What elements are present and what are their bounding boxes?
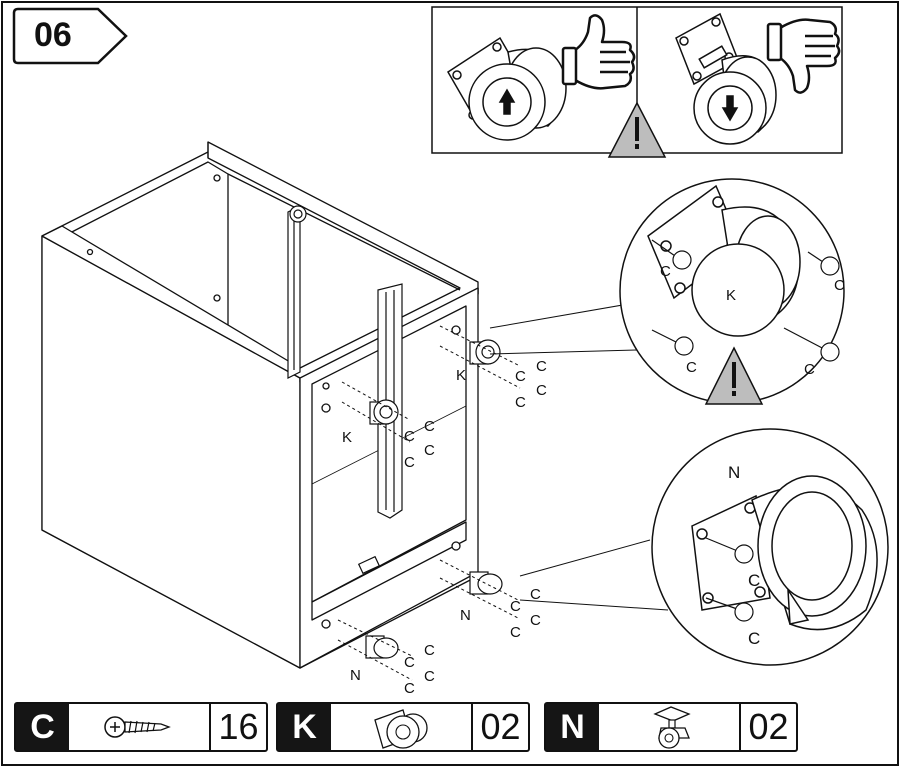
screw-icon [705, 537, 754, 622]
warning-icon [704, 346, 764, 405]
label-c: C [404, 454, 415, 471]
screw-icon [651, 239, 840, 362]
correct-caster-icon [446, 36, 567, 141]
zoom-detail-k [619, 178, 845, 405]
label-c: C [510, 598, 521, 615]
label-c: C [404, 680, 415, 697]
step-badge [12, 7, 128, 65]
label-c: C [510, 624, 521, 641]
cabinet-carcass [41, 141, 479, 669]
label-c: C [424, 442, 435, 459]
label-c: C [660, 263, 671, 280]
part-row-k: K 02 [276, 702, 530, 752]
part-quantity: 02 [471, 704, 528, 750]
label-c: C [530, 586, 541, 603]
label-c: C [536, 358, 547, 375]
caster-n-right [469, 571, 503, 595]
label-c: C [748, 629, 760, 648]
label-c: C [834, 277, 845, 294]
label-n-right: N [460, 607, 471, 624]
label-c: C [804, 361, 815, 378]
label-k-upper: K [456, 367, 466, 384]
part-letter: N [546, 704, 600, 750]
label-c: C [424, 642, 435, 659]
label-n-left: N [350, 667, 361, 684]
incorrect-caster-icon [675, 12, 777, 145]
thumbs-up-icon [561, 14, 636, 90]
zoom-label-k: K [726, 287, 736, 304]
zoom-detail-n [651, 428, 889, 666]
label-c: C [404, 428, 415, 445]
part-letter: C [16, 704, 70, 750]
label-c: C [686, 359, 697, 376]
label-c: C [424, 418, 435, 435]
part-quantity: 16 [209, 704, 266, 750]
caster-k-lower [369, 399, 399, 425]
thumbs-down-icon [766, 18, 841, 94]
step-number: 06 [34, 15, 72, 54]
bracket-icon [357, 555, 381, 575]
label-k-lower: K [342, 429, 352, 446]
screw-icon [69, 704, 209, 750]
swivel-caster-icon [599, 704, 739, 750]
label-c: C [536, 382, 547, 399]
fixed-caster-icon [331, 704, 471, 750]
part-row-c: C 16 [14, 702, 268, 752]
label-c: C [515, 368, 526, 385]
part-letter: K [278, 704, 332, 750]
label-c: C [748, 571, 760, 590]
label-c: C [515, 394, 526, 411]
label-c: C [404, 654, 415, 671]
callout-leader-lines [489, 301, 669, 611]
drawer-runner-rear [287, 205, 307, 379]
screw-guide-lines [337, 325, 521, 681]
label-c: C [424, 668, 435, 685]
part-row-n: N 02 [544, 702, 798, 752]
caster-k-upper [469, 339, 501, 365]
caster-n-left [365, 635, 399, 659]
label-c: C [530, 612, 541, 629]
part-quantity: 02 [739, 704, 796, 750]
orientation-panel [431, 6, 843, 158]
warning-icon [607, 101, 667, 158]
zoom-label-n: N [728, 463, 740, 482]
